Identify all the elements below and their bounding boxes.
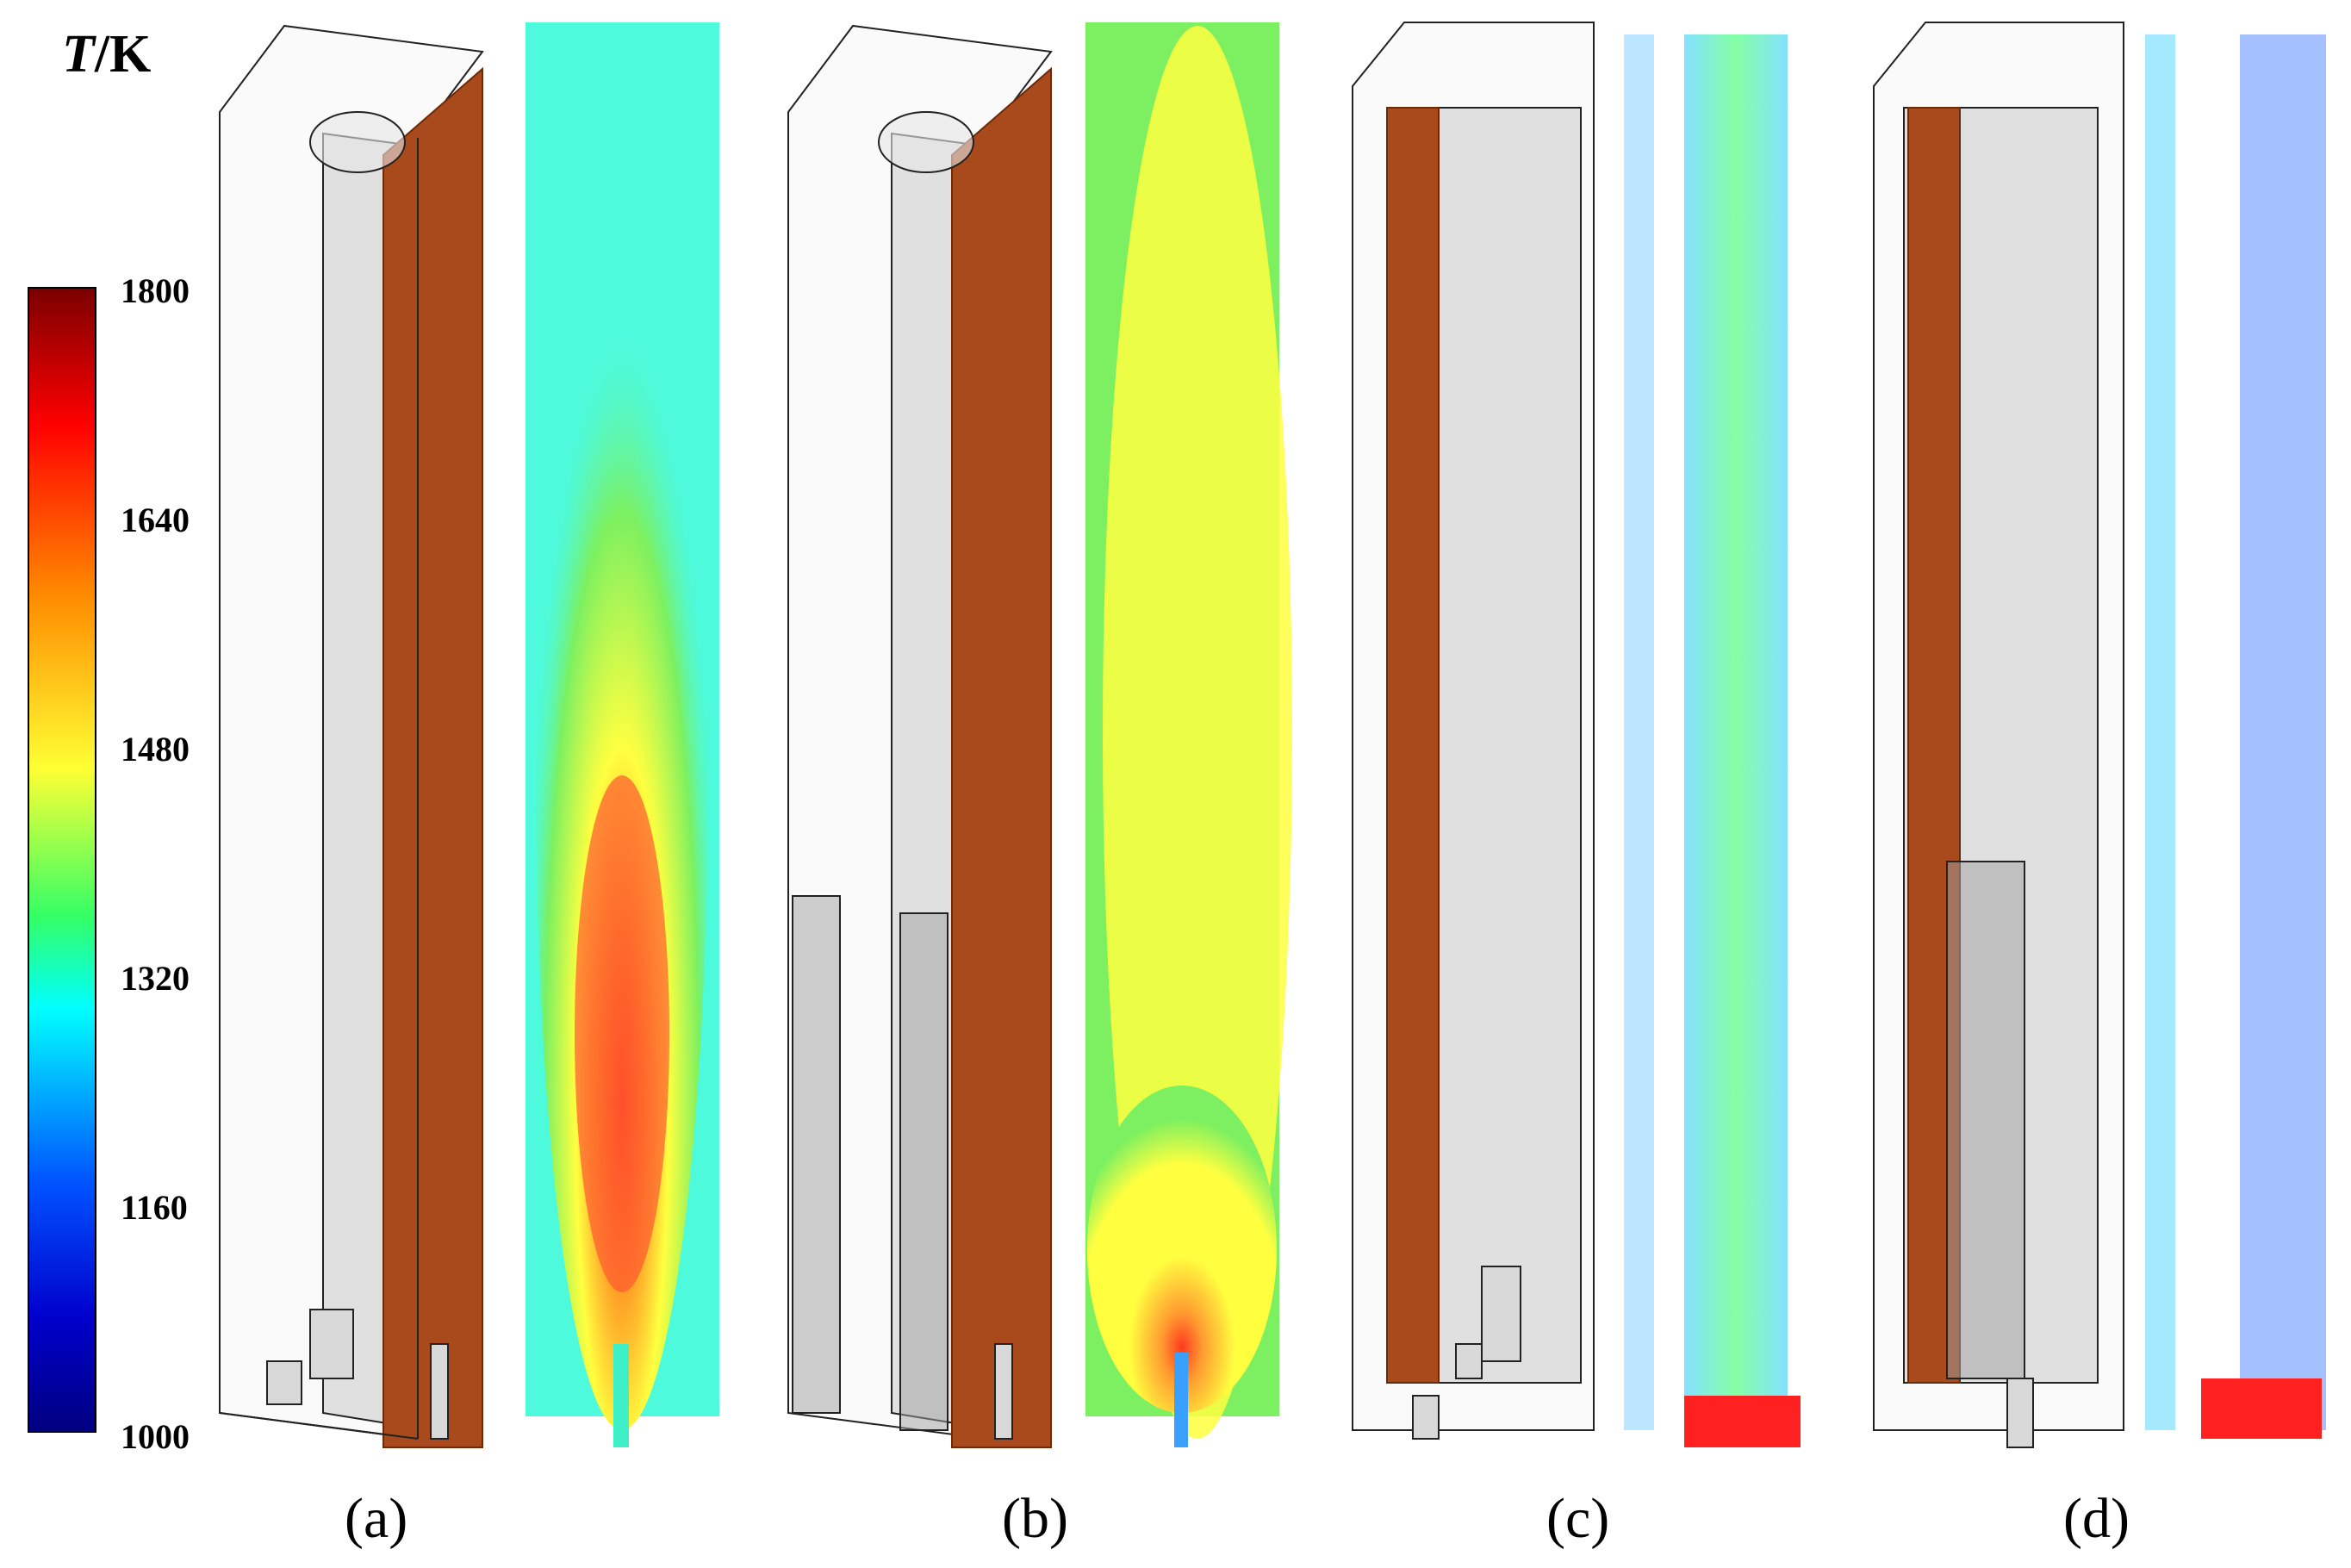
colorbar-title: T/K xyxy=(62,25,152,84)
panel-label-a: (a) xyxy=(345,1487,408,1550)
colorbar-tick-1160: 1160 xyxy=(121,1188,188,1227)
colorbar-tick-1800: 1800 xyxy=(121,271,190,310)
colorbar-tick-1640: 1640 xyxy=(121,501,190,539)
colorbar-tick-1480: 1480 xyxy=(121,730,190,768)
colorbar-tick-1000: 1000 xyxy=(121,1417,190,1456)
panel-label-d: (d) xyxy=(2063,1487,2130,1550)
panel-d-vectors xyxy=(2135,22,2329,1453)
panel-c-geometry xyxy=(1352,22,1595,1440)
panel-a-geometry xyxy=(219,24,484,1448)
panel-a-contour xyxy=(526,22,719,1447)
panel-b-contour xyxy=(1085,22,1292,1447)
colorbar xyxy=(28,287,96,1433)
panel-d-geometry xyxy=(1873,22,2124,1448)
colorbar-tick-1320: 1320 xyxy=(121,959,190,998)
panel-c-vectors xyxy=(1609,22,1803,1453)
panel-b-geometry xyxy=(787,24,1053,1448)
panel-label-b: (b) xyxy=(1002,1487,1068,1550)
panel-label-c: (c) xyxy=(1546,1487,1610,1550)
